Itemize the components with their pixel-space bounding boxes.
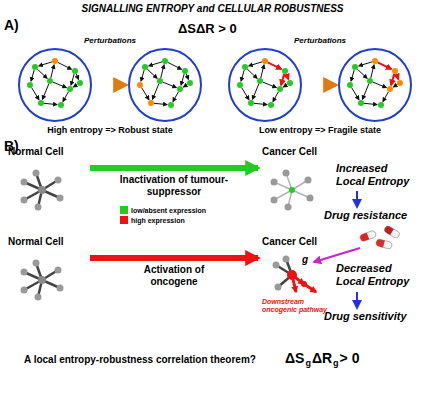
- state-label: High entropy => Robust state: [47, 125, 173, 135]
- entropy-label: Decreased Local Entropy: [336, 262, 418, 287]
- outcome-label: Drug sensitivity: [324, 310, 407, 323]
- legend-swatch: [120, 216, 128, 224]
- cell-label: Cancer Cell: [262, 236, 332, 247]
- cell-label: Normal Cell: [8, 236, 88, 247]
- transition-arrow: [90, 165, 258, 171]
- cell-label: Cancer Cell: [262, 146, 332, 157]
- consequence-arrow: [356, 292, 358, 308]
- network-circle: [129, 49, 201, 121]
- panel-label: A): [4, 17, 19, 33]
- legend-swatch: [120, 206, 128, 214]
- question-label: A local entropy-robustness correlation t…: [24, 354, 256, 366]
- subscript: g: [305, 358, 311, 368]
- figure-title: SIGNALLING ENTROPY and CELLULAR ROBUSTNE…: [0, 3, 425, 15]
- legend-row: low/absent expression: [120, 206, 206, 214]
- formula: > 0: [340, 350, 360, 366]
- transition-arrow: [90, 255, 258, 261]
- edge-label: Activation of oncogene: [124, 264, 224, 288]
- perturbation-arrow: [95, 82, 126, 88]
- outcome-label: Drug resistance: [324, 209, 407, 222]
- state-label: Low entropy => Fragile state: [259, 125, 381, 135]
- legend-row: high expression: [120, 216, 206, 224]
- subscript: g: [333, 358, 339, 368]
- legend: low/absent expression high expression: [120, 206, 206, 226]
- drug-pills: [359, 225, 400, 249]
- perturbation-label: Perturbations: [84, 36, 136, 45]
- formula: ΔS: [285, 350, 304, 366]
- cell-network: [21, 260, 64, 301]
- cell-network: [21, 170, 64, 211]
- cell-group: Cancer Cell: [262, 146, 332, 212]
- perturbation-arrow: [305, 82, 336, 88]
- cell-group: Cancer Cell: [262, 236, 332, 298]
- edge-label: Inactivation of tumour-suppressor: [112, 174, 237, 198]
- consequence-arrow: [356, 191, 358, 207]
- cell-label: Normal Cell: [8, 146, 88, 157]
- legend-text: high expression: [131, 217, 185, 224]
- cell-network: [271, 170, 314, 211]
- cell-network: [273, 256, 317, 293]
- drug-target-arrow: [314, 248, 360, 262]
- network-circle: [19, 49, 91, 121]
- network-circle: [229, 49, 301, 121]
- cell-group: Normal Cell: [8, 236, 88, 302]
- formula: ΔSΔR > 0: [178, 22, 237, 37]
- entropy-label: Increased Local Entropy: [336, 162, 418, 187]
- network-circle: [339, 49, 411, 121]
- gene-label: g: [302, 254, 308, 266]
- formula: ΔR: [312, 350, 332, 366]
- pathway-label: Downstream oncogenic pathway: [262, 298, 334, 314]
- cell-group: Normal Cell: [8, 146, 88, 212]
- perturbation-label: Perturbations: [294, 36, 346, 45]
- legend-text: low/absent expression: [131, 207, 206, 214]
